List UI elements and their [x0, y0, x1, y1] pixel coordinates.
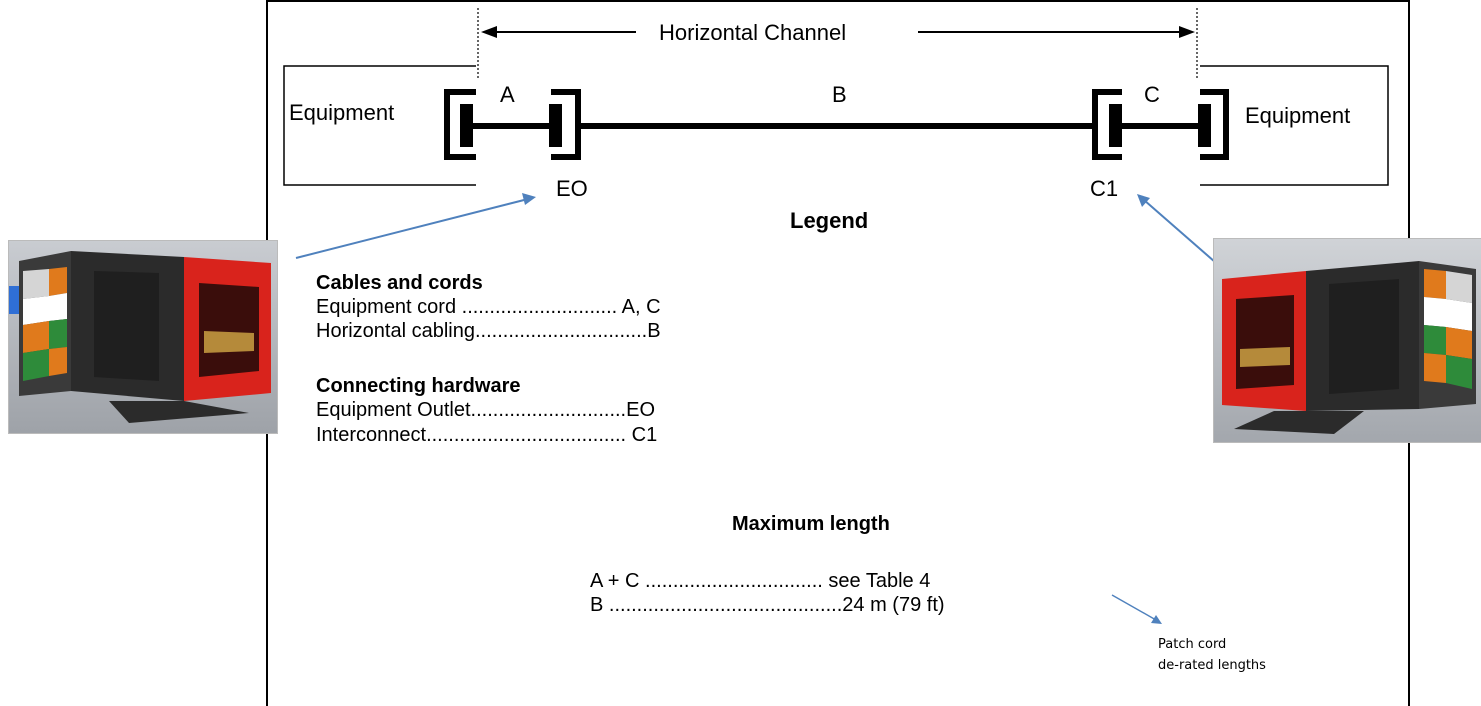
hardware-heading: Connecting hardware — [316, 375, 521, 397]
pointer-arrowhead-c1 — [1137, 194, 1150, 207]
annotation-line-2: de-rated lengths — [1158, 658, 1266, 673]
max-length-title: Maximum length — [732, 513, 890, 535]
equipment-box-right — [1200, 65, 1389, 186]
keystone-jack-illustration-left — [9, 241, 277, 433]
legend-horizontal-cabling: Horizontal cabling......................… — [316, 320, 661, 342]
keystone-jack-photo-right — [1213, 238, 1481, 443]
max-length-b-row: B ......................................… — [590, 594, 945, 616]
channel-label: Horizontal Channel — [659, 20, 847, 45]
max-length-ac-row: A + C ................................ s… — [590, 570, 931, 592]
annotation-line-1: Patch cord — [1158, 637, 1227, 652]
pointer-arrowhead-annotation — [1151, 615, 1162, 624]
pointer-line-eo — [295, 198, 529, 259]
connector-bracket-right-equipment — [1200, 89, 1229, 160]
keystone-jack-illustration-right — [1214, 239, 1481, 442]
cables-heading: Cables and cords — [316, 272, 483, 294]
legend-interconnect: Interconnect............................… — [316, 424, 658, 446]
segment-label-c: C — [1144, 82, 1160, 107]
legend-title: Legend — [790, 208, 869, 233]
equipment-box-left — [283, 65, 476, 186]
interconnect-label: C1 — [1090, 176, 1119, 201]
plug-left-equipment — [460, 104, 473, 147]
equipment-label-left: Equipment — [289, 100, 395, 125]
channel-arrowhead-right — [1179, 26, 1195, 38]
plug-eo — [549, 104, 562, 147]
equipment-label-right: Equipment — [1245, 103, 1351, 128]
pointer-line-annotation — [1111, 594, 1157, 621]
outlet-label: EO — [556, 176, 588, 201]
plug-c1 — [1109, 104, 1122, 147]
connector-bracket-eo — [551, 89, 581, 160]
channel-arrowhead-left — [481, 26, 497, 38]
connector-bracket-left-equipment — [444, 89, 476, 160]
keystone-jack-photo-left — [8, 240, 278, 434]
pointer-line-c1 — [1143, 199, 1216, 263]
pointer-arrowhead-eo — [522, 193, 536, 205]
legend-equipment-cord: Equipment cord .........................… — [316, 296, 661, 318]
legend-equipment-outlet: Equipment Outlet........................… — [316, 399, 656, 421]
segment-label-a: A — [500, 82, 515, 107]
plug-right-equipment — [1198, 104, 1211, 147]
segment-label-b: B — [832, 82, 847, 107]
connector-bracket-c1 — [1092, 89, 1122, 160]
